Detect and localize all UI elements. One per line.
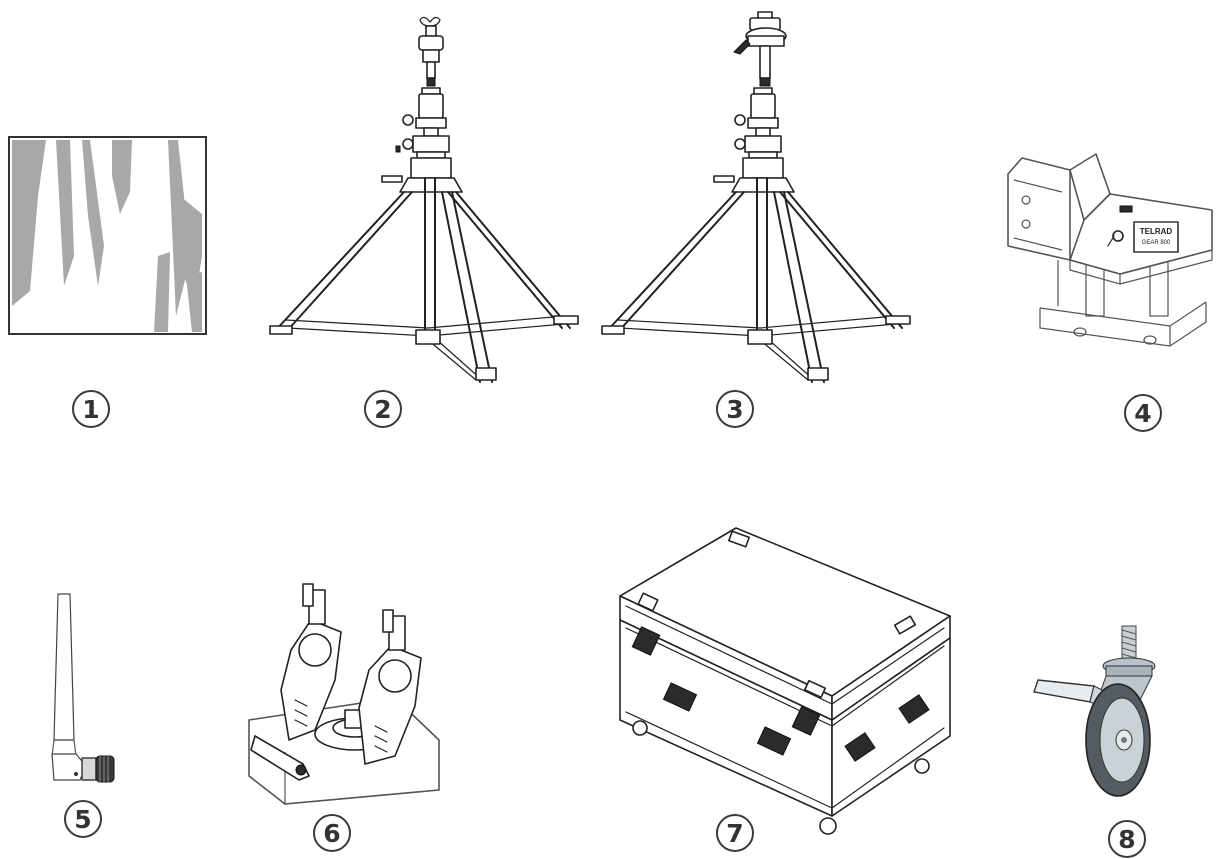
device-brand-label: TELRAD [1140, 227, 1173, 236]
item-number: 4 [1124, 394, 1162, 432]
item-2: 2 [268, 10, 588, 428]
item-6: 6 [245, 580, 445, 855]
tripod-stand-with-clamp-adapter-icon [601, 11, 911, 383]
tripod-stand-with-wingnut-adapter-icon [269, 16, 579, 383]
item-number: 3 [716, 390, 754, 428]
control-box-with-base-icon: TELRAD GEAR 800 [1007, 153, 1213, 347]
item-number: 8 [1108, 820, 1146, 858]
device-model-label: GEAR 800 [1142, 240, 1171, 246]
item-7: 7 [600, 520, 990, 855]
item-number: 1 [72, 390, 110, 428]
item-number: 6 [313, 814, 351, 852]
caster-wheel-with-brake-icon [1033, 625, 1156, 797]
item-4: TELRAD GEAR 800 4 [1000, 150, 1217, 435]
item-3: 3 [600, 10, 920, 428]
item-number: 2 [364, 390, 402, 428]
item-number: 5 [64, 800, 102, 838]
flight-case-icon [619, 527, 951, 835]
double-clamp-bracket-icon [248, 583, 440, 805]
item-8: 8 [1030, 600, 1217, 858]
antenna-icon [51, 593, 115, 783]
item-number: 7 [716, 814, 754, 852]
item-5: 5 [40, 590, 160, 838]
fabric-sample-icon [8, 136, 207, 335]
item-1: 1 [8, 136, 208, 428]
